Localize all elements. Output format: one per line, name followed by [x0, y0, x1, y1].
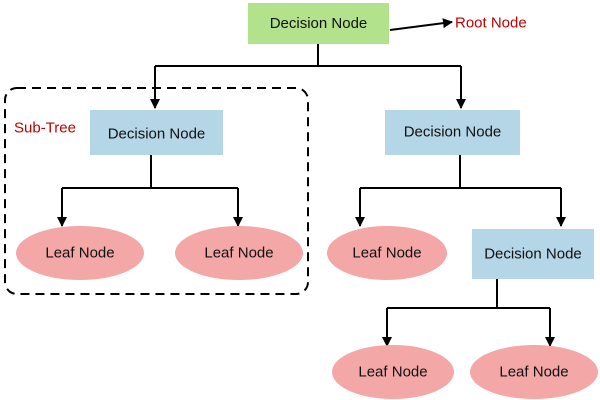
root-node-annotation: Root Node — [455, 15, 527, 32]
lower-decision-label: Decision Node — [484, 246, 582, 263]
right-leaf-node: Leaf Node — [327, 226, 447, 280]
left-decision-label: Decision Node — [108, 126, 206, 143]
lower-decision-node: Decision Node — [472, 229, 594, 279]
lower-leaf-1-label: Leaf Node — [358, 364, 427, 381]
lower-leaf-2-shape — [470, 345, 598, 399]
left-decision-box — [90, 110, 223, 155]
left-decision-node: Decision Node — [90, 110, 223, 155]
root-decision-node: Decision Node — [248, 3, 389, 44]
left-leaf-1-label: Leaf Node — [45, 245, 114, 262]
root-node-box — [248, 3, 389, 44]
tree-edges — [57, 18, 566, 347]
sub-tree-boundary — [4, 87, 309, 295]
right-decision-label: Decision Node — [404, 124, 502, 141]
root-node-pointer-arrow — [389, 18, 453, 31]
lower-leaf-2-label: Leaf Node — [499, 364, 568, 381]
left-leaf-2-label: Leaf Node — [204, 245, 273, 262]
left-leaf-2-shape — [175, 226, 303, 280]
right-decision-node: Decision Node — [385, 110, 520, 155]
lower-leaf-node-2: Leaf Node — [470, 345, 598, 399]
left-leaf-1-shape — [16, 226, 144, 280]
lower-leaf-1-shape — [332, 345, 454, 399]
lower-decision-box — [472, 229, 594, 279]
left-leaf-node-1: Leaf Node — [16, 226, 144, 280]
root-node-label: Decision Node — [270, 15, 368, 32]
right-decision-box — [385, 110, 520, 155]
right-leaf-shape — [327, 226, 447, 280]
left-leaf-node-2: Leaf Node — [175, 226, 303, 280]
lower-leaf-node-1: Leaf Node — [332, 345, 454, 399]
sub-tree-annotation: Sub-Tree — [14, 120, 76, 137]
right-leaf-label: Leaf Node — [352, 245, 421, 262]
